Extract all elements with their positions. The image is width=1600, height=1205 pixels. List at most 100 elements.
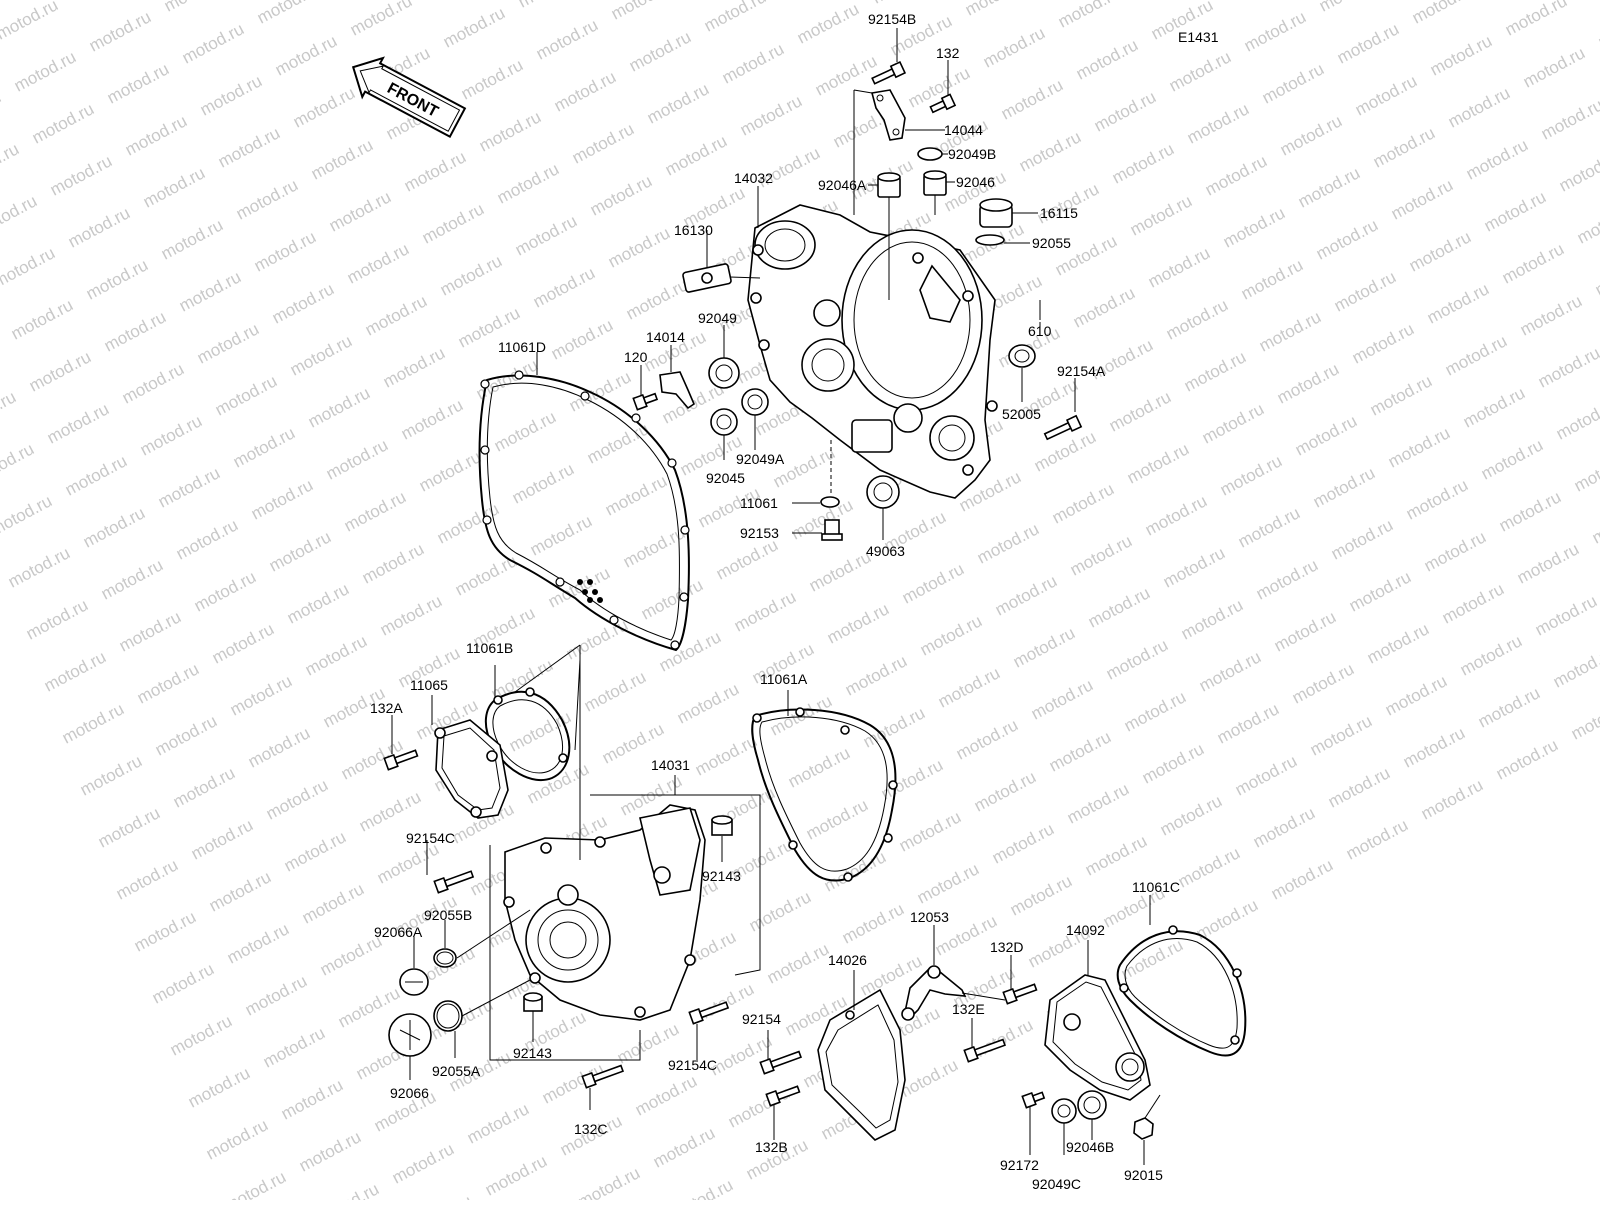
- watermark-text: motod.ru: [524, 759, 592, 807]
- watermark-text: motod.ru: [1082, 831, 1150, 879]
- watermark-text: motod.ru: [224, 919, 292, 967]
- gasket-11061c: [1116, 925, 1247, 1057]
- watermark-text: motod.ru: [1349, 319, 1417, 367]
- watermark-text: motod.ru: [458, 55, 526, 103]
- watermark-text: motod.ru: [1424, 279, 1492, 327]
- watermark-text: motod.ru: [1145, 243, 1213, 291]
- watermark-text: motod.ru: [662, 131, 730, 179]
- part-label: 11061D: [498, 339, 546, 355]
- watermark-text: motod.ru: [1121, 687, 1189, 735]
- part-label: 12053: [910, 909, 949, 925]
- watermark-text: motod.ru: [0, 387, 19, 435]
- watermark-text: motod.ru: [1016, 127, 1084, 175]
- watermark-text: motod.ru: [1421, 527, 1489, 575]
- watermark-text: motod.ru: [548, 315, 616, 363]
- watermark-text: motod.ru: [1475, 683, 1543, 731]
- watermark-text: motod.ru: [1277, 111, 1345, 159]
- watermark-text: motod.ru: [212, 371, 280, 419]
- watermark-text: motod.ru: [1271, 607, 1339, 655]
- watermark-text: motod.ru: [0, 191, 40, 239]
- watermark-text: motod.ru: [62, 451, 130, 499]
- watermark-text: motod.ru: [380, 343, 448, 391]
- watermark-text: motod.ru: [8, 295, 76, 343]
- watermark-text: motod.ru: [674, 679, 742, 727]
- watermark-text: motod.ru: [407, 1191, 475, 1200]
- watermark-text: motod.ru: [68, 0, 136, 4]
- watermark-text: motod.ru: [1109, 139, 1177, 187]
- watermark-text: motod.ru: [1235, 503, 1303, 551]
- watermark-text: motod.ru: [737, 91, 805, 139]
- watermark-text: motod.ru: [281, 827, 349, 875]
- watermark-text: motod.ru: [23, 595, 91, 643]
- watermark-text: motod.ru: [1070, 283, 1138, 331]
- watermark-text: motod.ru: [1535, 343, 1600, 391]
- watermark-text: motod.ru: [1157, 791, 1225, 839]
- watermark-text: motod.ru: [1478, 435, 1546, 483]
- watermark-text: motod.ru: [1514, 539, 1582, 587]
- watermark-text: motod.ru: [299, 879, 367, 927]
- watermark-text: motod.ru: [1238, 255, 1306, 303]
- watermark-text: motod.ru: [1241, 7, 1309, 55]
- watermark-text: motod.ru: [362, 291, 430, 339]
- clutch-cover-14032: [747, 204, 998, 499]
- watermark-text: motod.ru: [116, 607, 184, 655]
- part-label: 92143: [513, 1045, 552, 1061]
- watermark-text: motod.ru: [515, 0, 583, 12]
- watermark-text: motod.ru: [1202, 151, 1270, 199]
- watermark-text: motod.ru: [272, 31, 340, 79]
- watermark-text: motod.ru: [638, 575, 706, 623]
- watermark-text: motod.ru: [1091, 87, 1159, 135]
- watermark-text: motod.ru: [992, 571, 1060, 619]
- bolt-92172: [1021, 1091, 1046, 1109]
- watermark-text: motod.ru: [1064, 779, 1132, 827]
- part-label: 92015: [1124, 1167, 1163, 1183]
- watermark-text: motod.ru: [1268, 855, 1336, 903]
- watermark-text: motod.ru: [1445, 83, 1513, 131]
- washer-92049b: [917, 147, 943, 161]
- watermark-text: motod.ru: [998, 75, 1066, 123]
- watermark-text: motod.ru: [0, 335, 1, 383]
- seal-92049a: [741, 388, 769, 416]
- part-label: 14014: [646, 329, 685, 345]
- watermark-text: motod.ru: [1028, 675, 1096, 723]
- watermark-text: motod.ru: [824, 599, 892, 647]
- watermark-text: motod.ru: [1214, 699, 1282, 747]
- watermark-text: motod.ru: [1463, 135, 1531, 183]
- part-label: 14032: [734, 170, 773, 186]
- watermark-text: motod.ru: [1592, 251, 1600, 299]
- part-label: 92046: [956, 174, 995, 190]
- watermark-text: motod.ru: [47, 151, 115, 199]
- part-label: 11061C: [1132, 879, 1180, 895]
- watermark-text: motod.ru: [437, 251, 505, 299]
- watermark-text: motod.ru: [269, 279, 337, 327]
- watermark-text: motod.ru: [1046, 727, 1114, 775]
- watermark-text: motod.ru: [209, 619, 277, 667]
- watermark-text: motod.ru: [167, 1011, 235, 1059]
- watermark-text: motod.ru: [725, 1083, 793, 1131]
- watermark-text: motod.ru: [389, 1139, 457, 1187]
- watermark-text: motod.ru: [632, 1071, 700, 1119]
- bolt-92154b: [871, 60, 907, 85]
- bolt-120: [632, 392, 659, 411]
- watermark-text: motod.ru: [1328, 515, 1396, 563]
- watermark-text: motod.ru: [215, 123, 283, 171]
- gasket-11061a: [751, 707, 898, 882]
- watermark-text: motod.ru: [230, 423, 298, 471]
- watermark-text: motod.ru: [953, 715, 1021, 763]
- watermark-text: motod.ru: [1313, 215, 1381, 263]
- watermark-text: motod.ru: [302, 631, 370, 679]
- watermark-text: motod.ru: [65, 203, 133, 251]
- watermark-text: motod.ru: [1253, 555, 1321, 603]
- watermark-text: motod.ru: [935, 663, 1003, 711]
- watermark-text: motod.ru: [575, 1163, 643, 1200]
- watermark-text: motod.ru: [1481, 187, 1549, 235]
- part-label: 11065: [410, 677, 448, 693]
- watermark-text: motod.ru: [191, 567, 259, 615]
- seal-92045: [710, 408, 738, 436]
- watermark-text: motod.ru: [971, 767, 1039, 815]
- part-label: 92055B: [424, 907, 472, 923]
- part-label: 16130: [674, 222, 713, 238]
- watermark-text: motod.ru: [197, 71, 265, 119]
- watermark-text: motod.ru: [1418, 775, 1486, 823]
